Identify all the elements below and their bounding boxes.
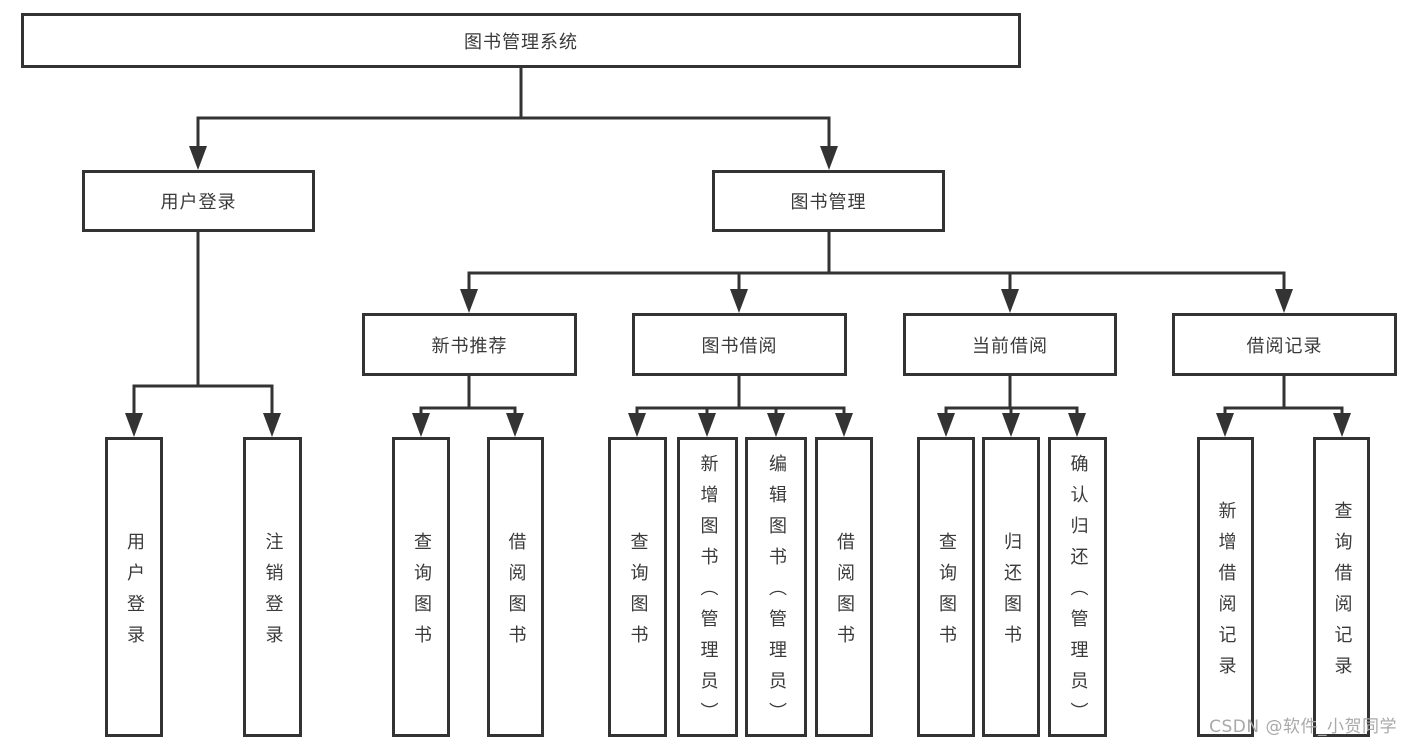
node-current-borrow: 当前借阅	[903, 313, 1117, 376]
node-user-login-branch: 用户登录	[82, 170, 315, 232]
arrowhead-down-icon	[506, 413, 524, 437]
arrowhead-down-icon	[835, 413, 853, 437]
node-label: 用户登录	[124, 531, 145, 656]
node-label: 新增借阅记录	[1215, 500, 1237, 687]
node-nb-query-books: 查询图书	[392, 437, 450, 737]
arrowhead-down-icon	[698, 413, 716, 437]
node-new-book-recommend: 新书推荐	[362, 313, 577, 376]
node-label: 借阅图书	[505, 531, 527, 656]
csdn-watermark: CSDN @软件_小贺同学	[1209, 717, 1397, 737]
arrowhead-down-icon	[937, 413, 955, 437]
node-label: 查询借阅记录	[1331, 500, 1353, 687]
arrowhead-down-icon	[1333, 413, 1351, 437]
arrowhead-down-icon	[189, 146, 207, 170]
node-nb-borrow-books: 借阅图书	[487, 437, 544, 737]
node-label: 查询图书	[936, 531, 957, 656]
arrowhead-down-icon	[628, 413, 646, 437]
arrowhead-down-icon	[1001, 289, 1019, 313]
node-borrow-records: 借阅记录	[1172, 313, 1397, 376]
node-label: 查询图书	[411, 531, 432, 656]
arrowhead-down-icon	[730, 289, 748, 313]
node-bb-edit-books-admin: 编辑图书（管理员）	[745, 437, 807, 737]
node-book-borrow: 图书借阅	[632, 313, 847, 376]
node-bb-query-books: 查询图书	[608, 437, 667, 737]
arrowhead-down-icon	[460, 289, 478, 313]
node-cb-query-books: 查询图书	[917, 437, 975, 737]
node-user-login: 用户登录	[105, 437, 163, 737]
node-label: 归还图书	[1001, 531, 1022, 656]
node-label: 查询图书	[627, 531, 649, 656]
node-br-query-record: 查询借阅记录	[1313, 437, 1370, 737]
arrowhead-down-icon	[1275, 289, 1293, 313]
arrowhead-down-icon	[1002, 413, 1020, 437]
node-cb-return-books: 归还图书	[982, 437, 1040, 737]
arrowhead-down-icon	[412, 413, 430, 437]
node-label: 注销登录	[262, 531, 284, 656]
arrowhead-down-icon	[1068, 413, 1086, 437]
node-bb-add-books-admin: 新增图书（管理员）	[677, 437, 738, 737]
arrowhead-down-icon	[1216, 413, 1234, 437]
node-label: 确认归还（管理员）	[1067, 454, 1089, 733]
node-logout: 注销登录	[243, 437, 302, 737]
node-label: 新增图书（管理员）	[697, 454, 719, 733]
arrowhead-down-icon	[767, 413, 785, 437]
node-label: 借阅图书	[834, 531, 855, 656]
node-book-management: 图书管理	[712, 170, 945, 232]
node-library-system: 图书管理系统	[21, 13, 1021, 68]
node-bb-borrow-books: 借阅图书	[815, 437, 873, 737]
node-cb-confirm-return-admin: 确认归还（管理员）	[1048, 437, 1107, 737]
node-br-add-record: 新增借阅记录	[1197, 437, 1254, 737]
arrowhead-down-icon	[263, 413, 281, 437]
arrowhead-down-icon	[820, 146, 838, 170]
arrowhead-down-icon	[125, 413, 143, 437]
node-label: 编辑图书（管理员）	[766, 454, 787, 733]
